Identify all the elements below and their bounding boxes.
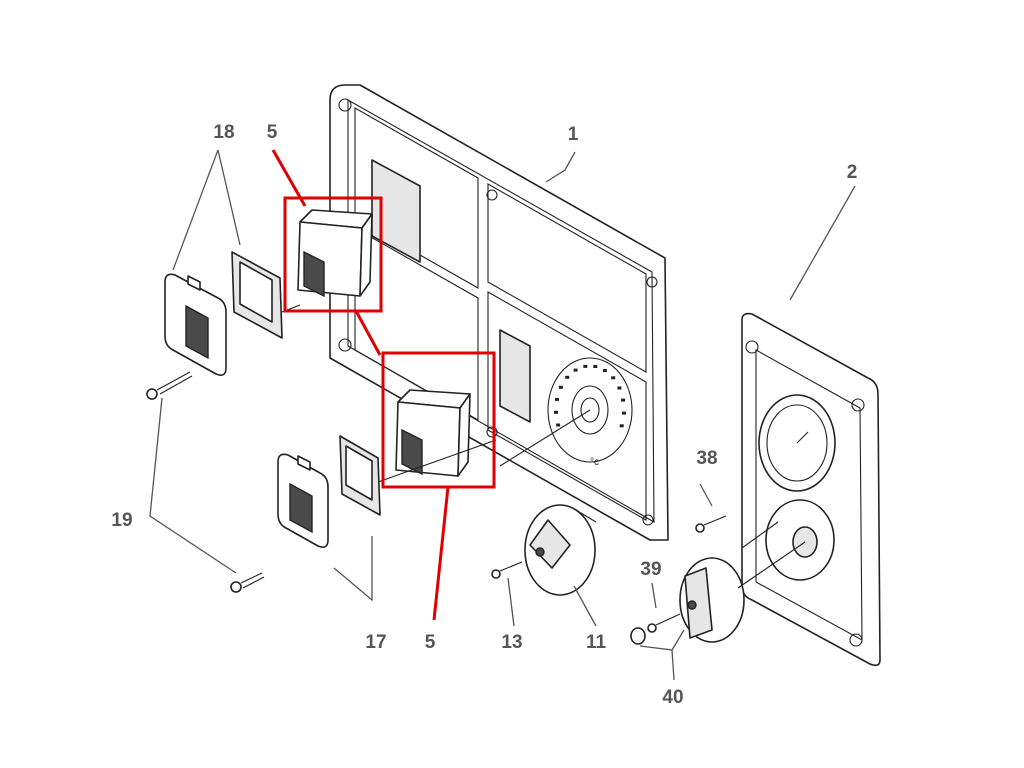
- scale-tick: [558, 385, 563, 389]
- callout-17: 17: [365, 632, 386, 653]
- scale-tick: [554, 410, 558, 414]
- scale-tick: [583, 364, 588, 368]
- main-control-panel: °c: [329, 84, 669, 541]
- callout-39: 39: [640, 559, 661, 580]
- upper-switch-seal: [231, 251, 283, 339]
- temperature-scale: °c: [547, 357, 633, 468]
- callout-19: 19: [111, 510, 132, 531]
- screw-38: [695, 515, 727, 533]
- gauge-panel: [741, 312, 881, 667]
- callout-38: 38: [696, 448, 717, 469]
- lower-switch-seal: [339, 435, 381, 516]
- highlight-box-lower-switch: [381, 351, 496, 489]
- scale-tick: [556, 423, 561, 427]
- callout-11: 11: [586, 632, 607, 653]
- screw-upper-left: [146, 371, 193, 400]
- highlight-leader-link: [354, 310, 382, 356]
- highlight-leader-top: [271, 149, 307, 207]
- upper-switch-cover: [164, 273, 227, 376]
- knob-cap: [630, 627, 646, 645]
- gauge-knob: [679, 557, 745, 643]
- callout-2: 2: [847, 162, 858, 183]
- svg-text:°c: °c: [590, 457, 599, 468]
- callout-1: 1: [568, 124, 579, 145]
- scale-tick: [621, 411, 626, 415]
- scale-tick: [555, 397, 559, 401]
- screw-lower-left: [230, 572, 265, 593]
- scale-tick: [602, 369, 607, 372]
- callout-40: 40: [662, 687, 683, 708]
- screw-13: [491, 561, 523, 579]
- lower-switch-cover: [277, 453, 329, 548]
- screw-39: [647, 613, 681, 633]
- highlight-annotations: [271, 149, 496, 621]
- highlight-leader-bottom: [432, 486, 450, 621]
- callout-13: 13: [501, 632, 522, 653]
- scale-tick: [619, 424, 624, 428]
- callout-18: 18: [213, 122, 234, 143]
- highlight-box-upper-switch: [283, 196, 383, 313]
- callout-5-bottom: 5: [425, 632, 436, 653]
- scale-tick: [565, 375, 570, 379]
- upper-rocker-switch: [297, 209, 373, 298]
- callout-5-top: 5: [267, 122, 278, 143]
- lower-rocker-switch: [395, 389, 471, 477]
- scale-tick: [621, 398, 626, 402]
- scale-tick: [617, 386, 622, 390]
- callout-labels: 1 2 5 5 11 13 17 18 19 38 39 40: [111, 122, 857, 708]
- leader-lines: [149, 149, 856, 681]
- scale-tick: [573, 368, 578, 372]
- assembly-lines: [281, 304, 806, 589]
- thermostat-knob: [524, 504, 596, 596]
- scale-tick: [593, 365, 598, 368]
- scale-tick: [611, 376, 616, 380]
